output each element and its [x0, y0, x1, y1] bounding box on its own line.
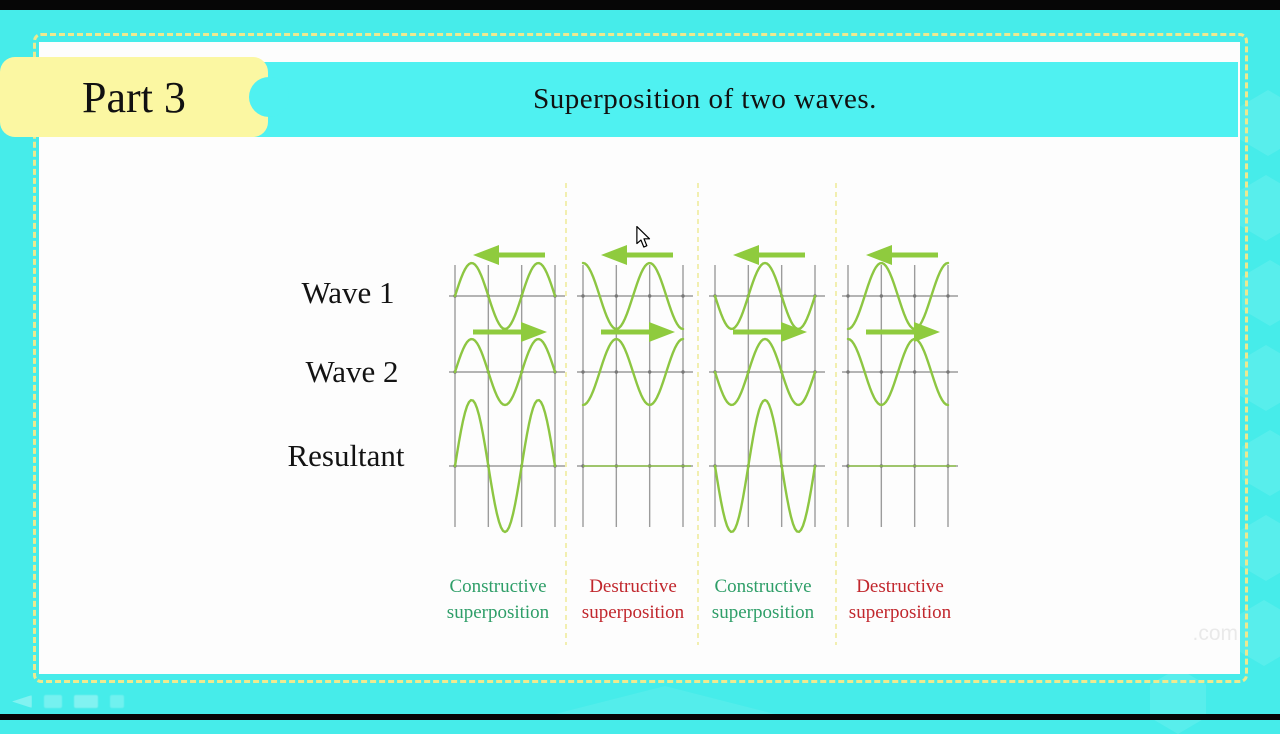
faded-tool-icon-4[interactable] [110, 695, 124, 708]
column-label: Constructive superposition [423, 574, 573, 626]
part-label: Part 3 [82, 72, 186, 122]
column-label-line2: superposition [711, 602, 815, 623]
faded-toolbar [12, 695, 124, 708]
column-label-line2: superposition [848, 602, 952, 623]
row-label-resultant: Resultant [287, 438, 405, 473]
dashed-border-frame [33, 33, 1248, 683]
column-label: Constructive superposition [688, 574, 838, 626]
slide-content-area [39, 42, 1240, 674]
row-label-wave2: Wave 2 [305, 354, 399, 389]
column-label-line1: Destructive [856, 576, 944, 597]
watermark: .com [1192, 622, 1238, 645]
column-label: Destructive superposition [825, 574, 975, 626]
tab-notch [249, 77, 289, 117]
triangle-decoration [555, 686, 775, 714]
column-label-line1: Constructive [714, 576, 812, 597]
faded-tool-icon-1[interactable] [12, 695, 32, 708]
column-label-line2: superposition [446, 602, 550, 623]
slide-title-text: Superposition of two waves. [533, 83, 877, 115]
column-label: Destructive superposition [558, 574, 708, 626]
mouse-cursor-icon [636, 226, 651, 248]
slide-title-bar [245, 62, 1238, 137]
column-label-line1: Destructive [589, 576, 677, 597]
part-tab: Part 3 [0, 57, 268, 137]
top-letterbox-bar [0, 0, 1280, 10]
row-label-wave1: Wave 1 [301, 275, 395, 310]
faded-tool-icon-3[interactable] [74, 695, 98, 708]
column-label-line2: superposition [581, 602, 685, 623]
slide-title: Superposition of two waves. [245, 62, 1165, 137]
faded-tool-icon-2[interactable] [44, 695, 62, 708]
bottom-letterbox-bar [0, 714, 1280, 720]
column-label-line1: Constructive [449, 576, 547, 597]
wave-diagram [449, 183, 958, 645]
